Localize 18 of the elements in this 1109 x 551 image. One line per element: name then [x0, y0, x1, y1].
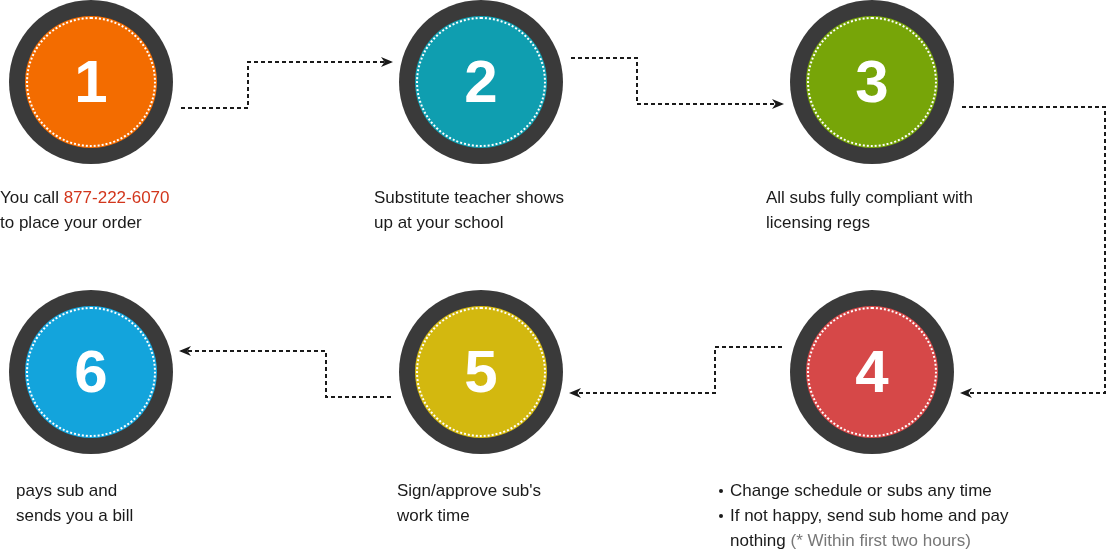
dashed-arrow: [178, 346, 392, 398]
step-number: 5: [464, 342, 498, 402]
dashed-arrow: [570, 57, 785, 109]
step-description: pays sub and sends you a bill: [16, 480, 135, 527]
step-description: All subs fully compliant with licensing regs: [766, 187, 974, 234]
bullet-text: Change schedule or subs any time: [730, 480, 992, 502]
step-number: 2: [464, 52, 498, 112]
bullet-text: If not happy, send sub home and pay nothing (* Within first two hours): [730, 505, 1010, 551]
step-number: 4: [855, 342, 889, 402]
step-description: Substitute teacher shows up at your school: [374, 187, 565, 234]
step-number: 6: [74, 342, 108, 402]
dashed-arrow: [568, 346, 783, 398]
step-description: You call 877-222-6070 to place your order: [0, 187, 171, 234]
step-description: Sign/approve sub's work time: [397, 480, 543, 527]
step-number: 3: [855, 52, 889, 112]
step-number: 1: [74, 52, 108, 112]
dashed-arrow: [180, 57, 394, 109]
dashed-arrow: [959, 106, 1106, 398]
